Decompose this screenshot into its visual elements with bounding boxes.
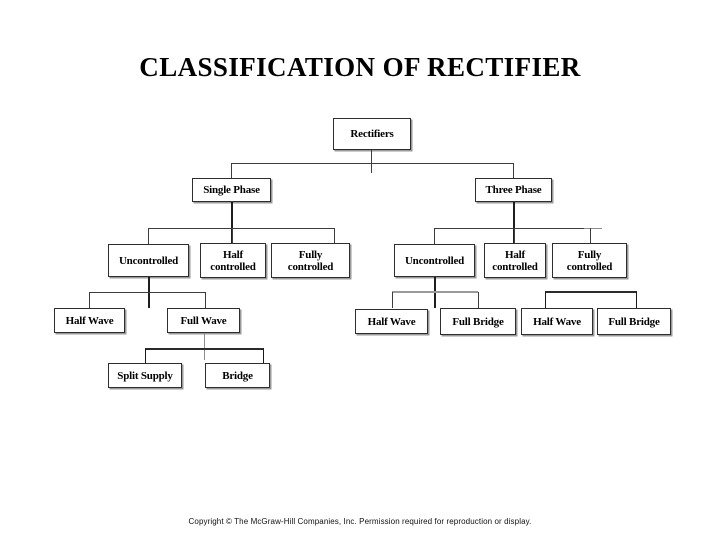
node-split-supply[interactable]: Split Supply bbox=[108, 363, 182, 388]
copyright-notice: Copyright © The McGraw-Hill Companies, I… bbox=[188, 517, 532, 526]
page-title: CLASSIFICATION OF RECTIFIER bbox=[139, 52, 581, 82]
node-label: Split Supply bbox=[117, 369, 173, 382]
node-label: Half Wave bbox=[367, 315, 416, 328]
connector-sp-uncontrolled-bar bbox=[89, 292, 205, 293]
connector-tp-to-fully-controlled bbox=[590, 228, 591, 244]
connector-tp-to-uncontrolled bbox=[434, 228, 435, 244]
connector-three-phase-bar bbox=[434, 228, 584, 229]
connector-root-stem bbox=[371, 150, 372, 173]
node-three-phase[interactable]: Three Phase bbox=[475, 178, 552, 202]
node-label: Rectifiers bbox=[350, 128, 394, 140]
node-label: Uncontrolled bbox=[118, 254, 179, 267]
connector-tp-pair2-bar bbox=[545, 291, 637, 293]
connector-tp-pair1-bar bbox=[392, 291, 478, 293]
rectifier-classification-diagram: Rectifiers Single Phase Three Phase Unco… bbox=[54, 118, 671, 388]
node-bridge[interactable]: Bridge bbox=[205, 363, 270, 388]
node-label: Single Phase bbox=[203, 184, 260, 196]
connector-tp-to-full-bridge-1 bbox=[478, 292, 479, 308]
node-label: Uncontrolled bbox=[404, 254, 465, 267]
connector-single-phase-stem bbox=[231, 202, 233, 248]
node-sp-full-wave[interactable]: Full Wave bbox=[167, 308, 240, 333]
connector-tp-to-half-wave-1 bbox=[392, 292, 393, 308]
connector-three-phase-stem bbox=[513, 202, 515, 248]
connector-sp-to-uncontrolled bbox=[148, 228, 149, 244]
node-label: Half Wave bbox=[65, 314, 114, 327]
connector-tp-to-half-controlled bbox=[514, 228, 515, 244]
node-tp-full-bridge-1[interactable]: Full Bridge bbox=[440, 308, 516, 335]
node-tp-half-wave-2[interactable]: Half Wave bbox=[521, 308, 593, 335]
connector-to-bridge bbox=[263, 349, 264, 364]
node-rectifiers[interactable]: Rectifiers bbox=[333, 118, 411, 150]
connector-single-phase-bar bbox=[148, 228, 334, 229]
connector-full-wave-stem bbox=[204, 333, 205, 360]
node-label: Half Wave bbox=[533, 315, 581, 328]
node-label: Three Phase bbox=[485, 184, 542, 196]
connector-full-wave-bar bbox=[145, 348, 264, 350]
node-sp-half-wave[interactable]: Half Wave bbox=[54, 308, 125, 333]
connector-level1-bar bbox=[231, 163, 513, 164]
connector-sp-to-half-wave bbox=[89, 292, 90, 308]
connector-tp-to-full-bridge-2 bbox=[636, 292, 637, 308]
node-single-phase[interactable]: Single Phase bbox=[192, 178, 271, 202]
connector-three-phase-bar-extension bbox=[584, 228, 602, 229]
connector-sp-to-fully-controlled bbox=[334, 228, 335, 244]
node-label: Full Bridge bbox=[608, 315, 660, 328]
node-three-phase-uncontrolled[interactable]: Uncontrolled bbox=[394, 244, 475, 277]
node-label: Bridge bbox=[222, 369, 253, 382]
node-label: Full Wave bbox=[180, 314, 227, 327]
node-tp-full-bridge-2[interactable]: Full Bridge bbox=[597, 308, 671, 335]
connector-to-split-supply bbox=[145, 349, 146, 364]
node-tp-half-wave-1[interactable]: Half Wave bbox=[355, 309, 428, 334]
connector-tp-to-half-wave-2 bbox=[545, 292, 546, 308]
connector-sp-to-half-controlled bbox=[232, 228, 233, 244]
connector-sp-to-full-wave bbox=[205, 292, 206, 308]
connector-to-single-phase bbox=[231, 163, 232, 178]
node-label: Full Bridge bbox=[452, 315, 504, 328]
node-single-phase-uncontrolled[interactable]: Uncontrolled bbox=[108, 244, 189, 277]
connector-to-three-phase bbox=[513, 163, 514, 178]
